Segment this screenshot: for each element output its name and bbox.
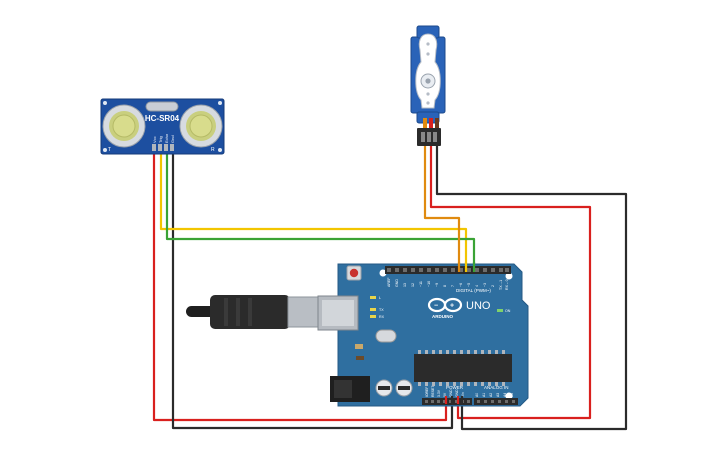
servo-cable-brown <box>435 118 439 130</box>
pin-label: A3 <box>496 393 500 397</box>
pin-label: A0 <box>475 393 479 397</box>
pin-label: TX→1 <box>499 280 503 290</box>
digital-header-holes <box>387 268 509 272</box>
mounting-hole <box>218 101 222 105</box>
wire-servo-power-red[interactable] <box>429 146 592 420</box>
sensor-model-label: HC-SR04 <box>145 114 180 123</box>
pin-label: ~3 <box>483 283 487 287</box>
svg-text:−: − <box>434 303 438 310</box>
led-label-on: ON <box>505 309 511 313</box>
arduino-logo-icon <box>427 297 463 313</box>
usb-plug-metal <box>287 296 319 328</box>
sensor-side-label-r: R <box>211 147 215 153</box>
pin-label-aref: AREF <box>387 277 391 287</box>
pin-label: ~11 <box>419 281 423 287</box>
resistor <box>356 356 364 360</box>
led-on <box>497 309 503 312</box>
mounting-hole <box>103 101 107 105</box>
uno-label: UNO <box>466 300 491 312</box>
svg-text:+: + <box>450 303 454 310</box>
mounting-hole <box>505 392 513 400</box>
pin-label: ~9 <box>435 283 439 287</box>
servo-horn <box>415 33 441 109</box>
wire-sensor-trig-yellow[interactable] <box>159 150 468 270</box>
usb-cable[interactable] <box>186 295 341 329</box>
mounting-hole <box>103 148 107 152</box>
pin-label: GND <box>455 389 459 397</box>
mounting-hole <box>505 272 513 280</box>
pin-label: 2 <box>491 285 495 287</box>
pin-label: 3.3V <box>437 389 441 397</box>
mounting-hole <box>379 269 387 277</box>
wire-ends <box>444 262 476 404</box>
pin-label: IOREF <box>425 387 429 397</box>
wire-servo-signal-orange[interactable] <box>423 146 461 270</box>
pin-label: 4 <box>475 285 479 287</box>
servo-motor[interactable] <box>410 25 446 146</box>
pin-label: ~10 <box>427 281 431 287</box>
sensor-pin-label-echo: Echo <box>164 133 169 143</box>
pin-label: RESET <box>431 386 435 397</box>
led-tx <box>370 308 376 311</box>
led-label-tx: TX <box>379 308 384 312</box>
pin-label: 5V <box>443 392 447 397</box>
wire-servo-gnd-black[interactable] <box>435 146 628 431</box>
sensor-pin-label-vcc: Vcc <box>152 136 157 143</box>
regulator <box>375 329 397 343</box>
power-pin-labels: IOREF RESET 3.3V 5V GND GND Vin <box>425 386 465 397</box>
pin-label: 12 <box>411 283 415 287</box>
arduino-logo-text: ARDUINO <box>432 314 453 319</box>
led-label-rx: RX <box>379 315 385 319</box>
servo-mount-tab <box>416 111 440 124</box>
pin-label: RX←0 <box>505 279 509 290</box>
capacitor <box>355 344 363 349</box>
pin-label: A4 <box>503 393 507 397</box>
wire-sensor-echo-green[interactable] <box>165 150 476 270</box>
led-rx <box>370 315 376 318</box>
analog-pin-labels: A0 A1 A2 A3 A4 A5 <box>475 393 514 397</box>
pin-label-gnd: GND <box>395 279 399 287</box>
mounting-hole <box>218 148 222 152</box>
pin-label: GND <box>449 389 453 397</box>
analog-header <box>474 398 518 405</box>
pin-label: 7 <box>451 285 455 287</box>
led-l <box>370 296 376 299</box>
pin-label: A1 <box>482 393 486 397</box>
pin-label: A2 <box>489 393 493 397</box>
digital-header <box>385 266 511 274</box>
ultrasonic-sensor[interactable]: HC-SR04 Vcc Trig Echo Gnd T R <box>100 98 225 155</box>
pin-label: 13 <box>403 283 407 287</box>
wire-sensor-vcc-red[interactable] <box>152 150 448 422</box>
pin-label: 8 <box>443 285 447 287</box>
led-label-l: L <box>379 296 381 300</box>
servo-cable-orange <box>423 118 427 130</box>
wires <box>152 146 628 431</box>
pin-label: A5 <box>510 393 514 397</box>
digital-label: DIGITAL (PWM~) <box>456 288 491 293</box>
sensor-pin-label-trig: Trig <box>158 136 163 143</box>
microcontroller-chip <box>414 354 512 382</box>
chip-pins <box>418 350 505 386</box>
digital-pin-labels: 13 12 ~11 ~10 ~9 8 7 ~6 ~5 4 ~3 2 TX→1 R… <box>403 279 509 290</box>
sensor-side-label-t: T <box>108 147 111 153</box>
power-label: POWER <box>446 385 464 390</box>
crystal <box>145 101 179 112</box>
sensor-pin-label-gnd: Gnd <box>170 135 175 143</box>
wire-sensor-gnd-black[interactable] <box>171 150 454 430</box>
servo-cable-red <box>429 118 433 130</box>
arduino-uno-board[interactable]: AREF GND 13 12 ~11 ~10 ~9 8 7 ~6 ~5 4 ~3… <box>317 263 529 407</box>
usb-cable-wire <box>186 306 216 317</box>
sensor-pins <box>152 144 174 151</box>
pin-label: ~6 <box>459 283 463 287</box>
pin-label: Vin <box>461 392 465 397</box>
analog-label: ANALOG IN <box>484 385 509 390</box>
pin-label: ~5 <box>467 283 471 287</box>
